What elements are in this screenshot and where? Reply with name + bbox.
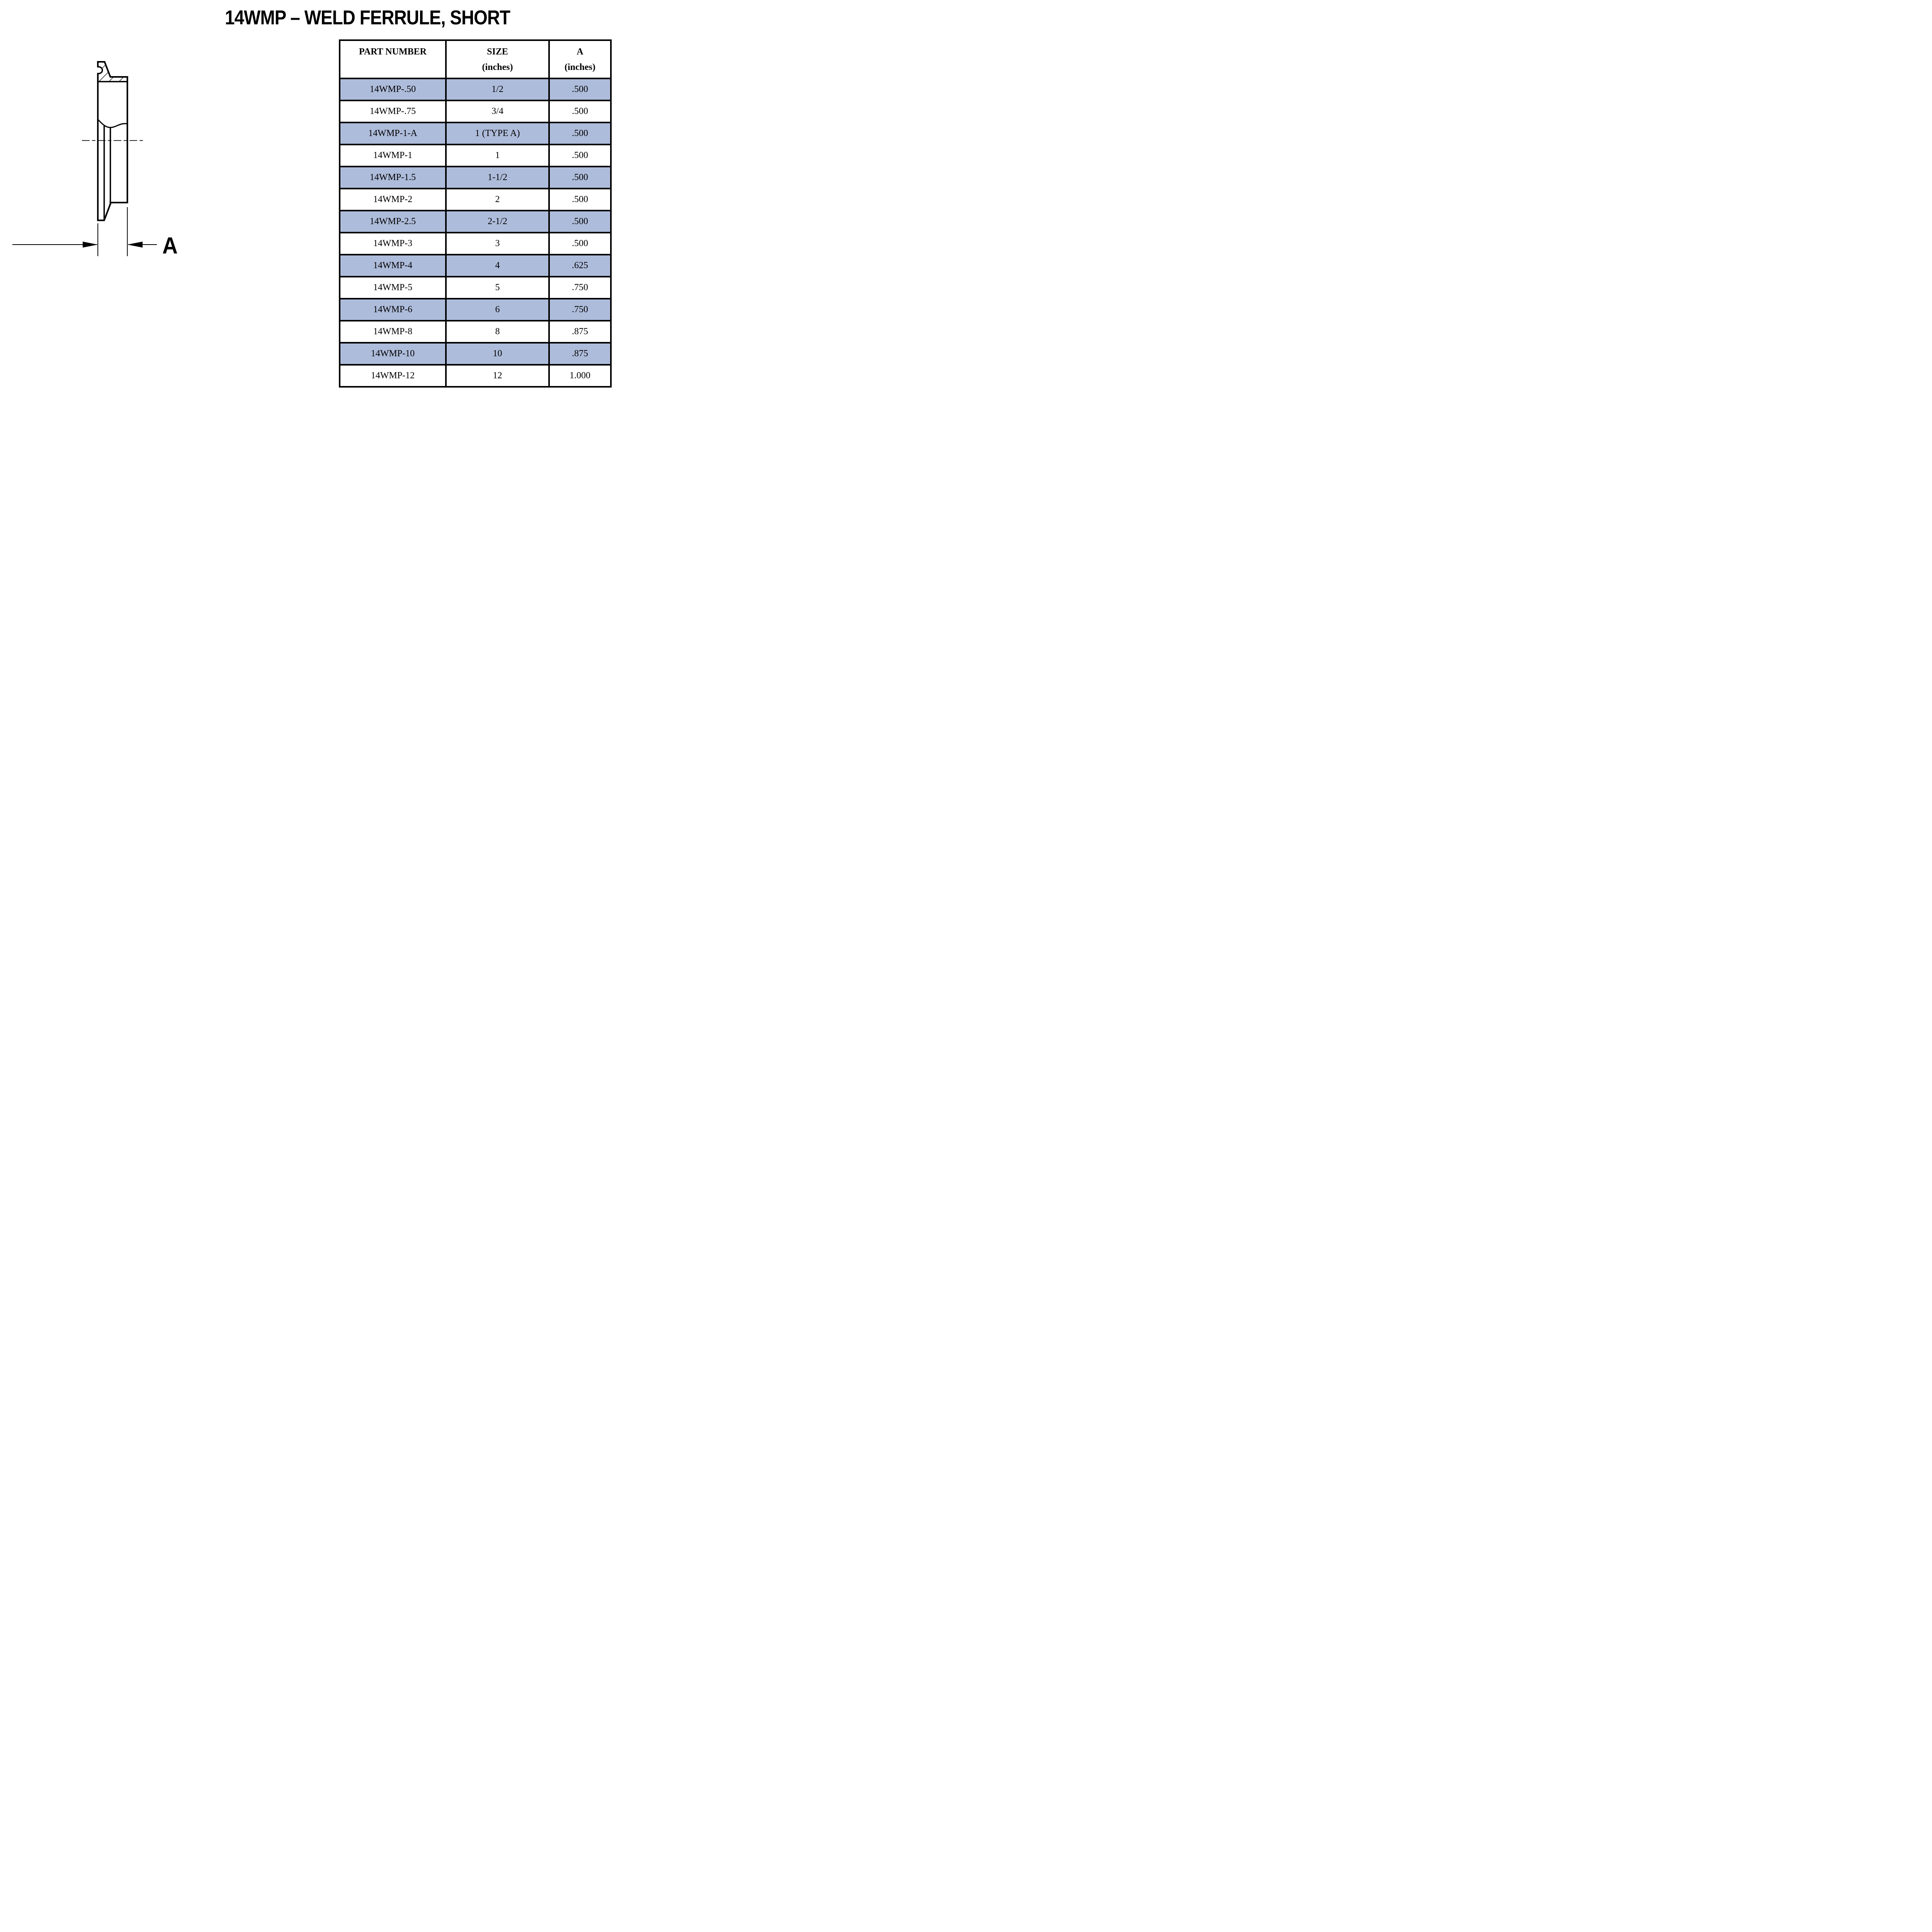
table-cell: .875 [548,342,612,366]
column-header-line2: (inches) [565,62,595,72]
table-cell: 1/2 [445,78,550,101]
table-cell: 1-1/2 [445,166,550,189]
column-header-line1: A [577,46,583,57]
dimension-arrowhead-left [83,242,98,248]
dimension-label-a: A [162,232,178,259]
table-cell: .500 [548,122,612,145]
table-cell: 14WMP-.50 [339,78,447,101]
table-cell: 12 [445,364,550,388]
table-cell: .500 [548,232,612,255]
table-cell: 14WMP-5 [339,276,447,299]
table-cell: 6 [445,298,550,321]
dimension-extension-lines [97,207,128,256]
table-cell: 3/4 [445,100,550,123]
table-cell: 1.000 [548,364,612,388]
table-cell: .500 [548,100,612,123]
column-header-line1: PART NUMBER [359,46,427,57]
table-cell: 14WMP-2 [339,188,447,211]
table-cell: 1 [445,144,550,167]
catalog-page: { "title": "14WMP – WELD FERRULE, SHORT"… [0,0,618,398]
table-cell: 14WMP-.75 [339,100,447,123]
table-cell: .500 [548,144,612,167]
column-header-line2: (inches) [482,62,513,72]
table-cell: .500 [548,210,612,233]
table-cell: .875 [548,320,612,344]
table-cell: 14WMP-3 [339,232,447,255]
table-cell: 1 (TYPE A) [445,122,550,145]
table-cell: .750 [548,276,612,299]
table-header-row: PART NUMBER SIZE (inches) A (inches) [339,39,612,79]
table-cell: .500 [548,166,612,189]
ferrule-outline [97,61,128,221]
column-header-a-dim: A (inches) [548,39,612,79]
table-cell: .750 [548,298,612,321]
table-cell: 14WMP-2.5 [339,210,447,233]
table-cell: 14WMP-1 [339,144,447,167]
gasket-groove [97,66,103,75]
table-cell: 14WMP-1.5 [339,166,447,189]
table-cell: .625 [548,254,612,277]
ferrule-inner-edges [97,81,128,221]
ferrule-diagram [12,61,157,256]
table-cell: 2 [445,188,550,211]
table-cell: 14WMP-6 [339,298,447,321]
table-cell: 14WMP-1-A [339,122,447,145]
table-cell: 14WMP-4 [339,254,447,277]
table-cell: 8 [445,320,550,344]
table-cell: .500 [548,78,612,101]
section-hatch-lines [98,62,128,82]
table-cell: 14WMP-8 [339,320,447,344]
table-cell: 5 [445,276,550,299]
page-title: 14WMP – WELD FERRULE, SHORT [225,7,510,29]
table-cell: 4 [445,254,550,277]
table-cell: 10 [445,342,550,366]
table-cell: 2-1/2 [445,210,550,233]
break-line [97,119,128,128]
column-header-line1: SIZE [487,46,508,57]
dimension-arrowhead-right [127,242,143,248]
table-cell: 14WMP-12 [339,364,447,388]
spec-table: PART NUMBER SIZE (inches) A (inches) 14W… [339,39,612,388]
table-header: PART NUMBER SIZE (inches) A (inches) [339,39,612,79]
table-cell: 3 [445,232,550,255]
table-cell: 14WMP-10 [339,342,447,366]
table-cell: .500 [548,188,612,211]
column-header-part-number: PART NUMBER [339,39,447,79]
column-header-size: SIZE (inches) [445,39,550,79]
